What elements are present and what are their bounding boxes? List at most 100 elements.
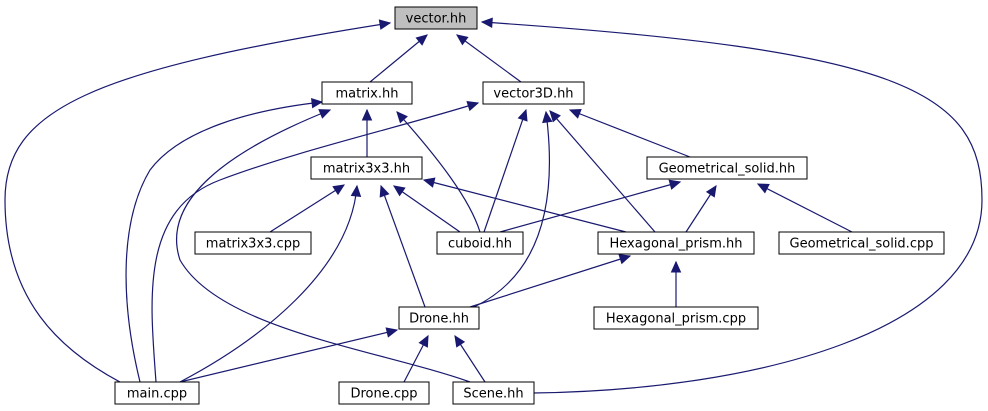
edge-vector3D-hh-to-vector-hh	[456, 34, 522, 83]
arrowhead	[542, 110, 553, 124]
edge-main-cpp-to-vector3D-hh	[151, 101, 480, 383]
edge-line	[481, 21, 983, 394]
arrowhead	[415, 34, 428, 46]
edge-line	[396, 111, 481, 233]
edge-line	[456, 34, 522, 83]
node-hexagonal-prism-hh[interactable]: Hexagonal_prism.hh	[597, 231, 755, 255]
arrowhead	[361, 108, 373, 121]
edge-line	[125, 101, 323, 383]
arrowhead	[385, 327, 399, 338]
node-label: vector.hh	[406, 12, 467, 27]
edge-line	[380, 185, 426, 308]
edge-cuboid-hh-to-vector3D-hh	[483, 108, 528, 233]
edge-main-cpp-to-matrix-hh	[125, 97, 324, 383]
edge-scene-hh-to-matrix-hh	[175, 109, 471, 383]
edge-scene-hh-to-vector-hh	[480, 17, 983, 394]
node-drone-cpp[interactable]: Drone.cpp	[338, 381, 430, 405]
edge-line	[151, 102, 479, 383]
edge-line	[499, 181, 681, 233]
arrowhead	[454, 334, 466, 348]
edges-layer	[4, 17, 983, 394]
edge-line	[423, 179, 627, 233]
node-matrix3x3-hh[interactable]: matrix3x3.hh	[310, 156, 423, 180]
arrowhead	[456, 34, 469, 46]
node-drone-hh[interactable]: Drone.hh	[398, 306, 480, 330]
arrowhead	[393, 185, 406, 197]
arrowhead	[422, 177, 436, 188]
node-label: Drone.hh	[409, 312, 469, 327]
arrowhead	[756, 183, 770, 194]
edge-line	[569, 109, 691, 158]
arrowhead	[670, 260, 682, 273]
node-label: matrix3x3.hh	[323, 162, 410, 177]
edge-line	[4, 22, 391, 383]
edge-main-cpp-to-matrix3x3-hh	[179, 184, 362, 383]
node-vector-hh[interactable]: vector.hh	[394, 6, 478, 30]
edge-line	[549, 110, 656, 233]
arrowhead	[618, 254, 632, 265]
edge-main-cpp-to-vector-hh	[4, 19, 392, 383]
arrowhead	[480, 17, 493, 29]
edge-cuboid-hh-to-matrix3x3-hh	[393, 185, 461, 233]
arrowhead	[668, 179, 682, 190]
edge-cuboid-hh-to-geometrical-solid-hh	[499, 179, 682, 233]
node-cuboid-hh[interactable]: cuboid.hh	[436, 231, 524, 255]
arrowhead	[332, 184, 346, 196]
edge-matrix3x3-hh-to-matrix-hh	[361, 108, 373, 157]
arrowhead	[418, 334, 429, 348]
edge-line	[469, 255, 631, 308]
edge-line	[179, 329, 398, 383]
node-label: Drone.cpp	[350, 387, 417, 402]
edge-line	[473, 111, 550, 308]
node-matrix3x3-cpp[interactable]: matrix3x3.cpp	[194, 231, 312, 255]
edge-drone-hh-to-vector3D-hh	[473, 110, 553, 308]
arrowhead	[350, 184, 362, 197]
node-hexagonal-prism-cpp[interactable]: Hexagonal_prism.cpp	[593, 306, 759, 330]
node-geometrical-solid-hh[interactable]: Geometrical_solid.hh	[646, 156, 808, 180]
edge-hexagonal-prism-hh-to-matrix3x3-hh	[422, 177, 627, 233]
edge-line	[175, 109, 471, 383]
edge-drone-hh-to-hexagonal-prism-hh	[469, 254, 632, 308]
node-label: Hexagonal_prism.hh	[610, 237, 743, 252]
node-label: Hexagonal_prism.cpp	[606, 312, 746, 327]
arrowhead	[568, 108, 582, 119]
node-label: cuboid.hh	[448, 237, 512, 252]
node-label: matrix3x3.cpp	[206, 237, 300, 252]
edge-drone-hh-to-matrix3x3-hh	[379, 184, 426, 308]
node-vector3d-hh[interactable]: vector3D.hh	[482, 81, 585, 105]
edge-line	[757, 183, 853, 233]
node-matrix-hh[interactable]: matrix.hh	[321, 81, 413, 105]
node-scene-hh[interactable]: Scene.hh	[452, 381, 535, 405]
edge-line	[393, 185, 461, 233]
edge-drone-cpp-to-drone-hh	[403, 334, 429, 383]
edge-scene-hh-to-drone-hh	[454, 334, 486, 383]
edge-hexagonal-prism-cpp-to-hexagonal-prism-hh	[670, 260, 682, 307]
node-label: Geometrical_solid.cpp	[790, 237, 934, 252]
arrowhead	[466, 101, 480, 112]
edge-geometrical-solid-hh-to-vector3D-hh	[568, 108, 691, 158]
arrowhead	[311, 97, 324, 109]
edge-hexagonal-prism-hh-to-vector3D-hh	[549, 110, 656, 233]
edge-line	[269, 184, 345, 233]
edge-matrix-hh-to-vector-hh	[369, 34, 428, 83]
node-main-cpp[interactable]: main.cpp	[114, 381, 200, 405]
edge-matrix3x3-cpp-to-matrix3x3-hh	[269, 184, 346, 233]
arrowhead	[396, 111, 408, 124]
node-label: vector3D.hh	[493, 87, 573, 102]
arrowhead	[378, 19, 392, 30]
edge-hexagonal-prism-hh-to-geometrical-solid-hh	[685, 184, 717, 233]
arrowhead	[517, 108, 528, 122]
node-label: Geometrical_solid.hh	[659, 162, 796, 177]
edge-line	[179, 185, 358, 383]
edge-line	[369, 34, 428, 83]
nodes-layer: vector.hh matrix.hh vector3D.hh matrix3x…	[114, 6, 945, 405]
arrowhead	[318, 109, 332, 119]
edge-cuboid-hh-to-matrix-hh	[396, 111, 481, 233]
node-label: matrix.hh	[336, 87, 399, 102]
arrowhead	[549, 110, 561, 123]
arrowhead	[705, 184, 717, 198]
node-label: Scene.hh	[463, 387, 523, 402]
edge-geometrical-solid-cpp-to-geometrical-solid-hh	[756, 183, 853, 233]
node-geometrical-solid-cpp[interactable]: Geometrical_solid.cpp	[778, 231, 945, 255]
